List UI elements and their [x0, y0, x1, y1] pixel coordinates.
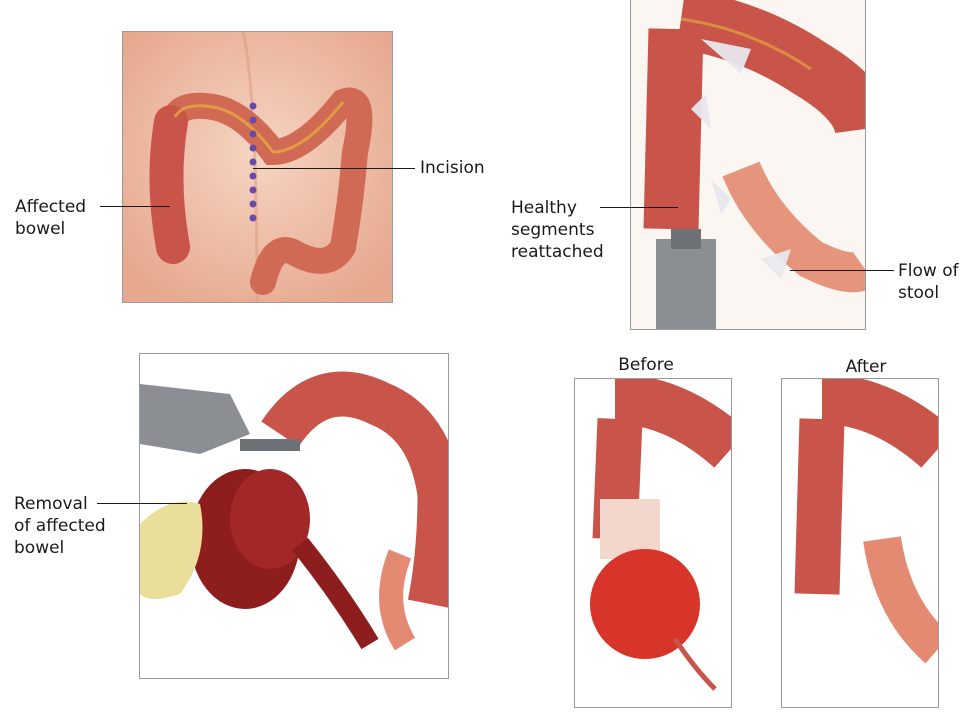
affected-bowel-label: Affected bowel	[15, 197, 87, 239]
affected-segment	[149, 105, 190, 264]
removal-leader	[97, 503, 187, 504]
abdomen-illustration	[123, 32, 392, 302]
surgical-stapler-icon	[140, 384, 300, 454]
before-illustration	[590, 379, 731, 691]
colon	[149, 87, 373, 295]
after-caption: After	[845, 357, 887, 377]
affected-bowel-leader	[100, 206, 170, 207]
reattached-illustration	[631, 0, 865, 329]
before-caption: Before	[618, 355, 674, 375]
affected-bowel-segment	[190, 469, 310, 609]
abdomen-panel	[122, 31, 393, 303]
incision-label: Incision	[420, 158, 485, 178]
flow-of-stool-label: Flow of stool	[898, 261, 959, 303]
incision-leader	[253, 168, 415, 169]
flow-of-stool-leader	[790, 270, 894, 271]
healthy-segments-leader	[600, 207, 678, 208]
before-panel	[574, 378, 732, 708]
after-illustration	[794, 379, 938, 664]
removal-illustration	[140, 354, 448, 678]
gloved-hand-icon	[140, 501, 203, 599]
removal-label: Removal of affected bowel	[14, 494, 106, 558]
flow-arrow	[691, 39, 791, 279]
surgical-stapler-icon	[656, 229, 716, 329]
removal-panel	[139, 353, 449, 679]
affected-bowel-segment	[590, 549, 700, 659]
incision-line	[249, 102, 257, 222]
after-panel	[781, 378, 939, 708]
healthy-segments-label: Healthy segments reattached	[511, 198, 604, 262]
reattached-panel	[630, 0, 866, 330]
